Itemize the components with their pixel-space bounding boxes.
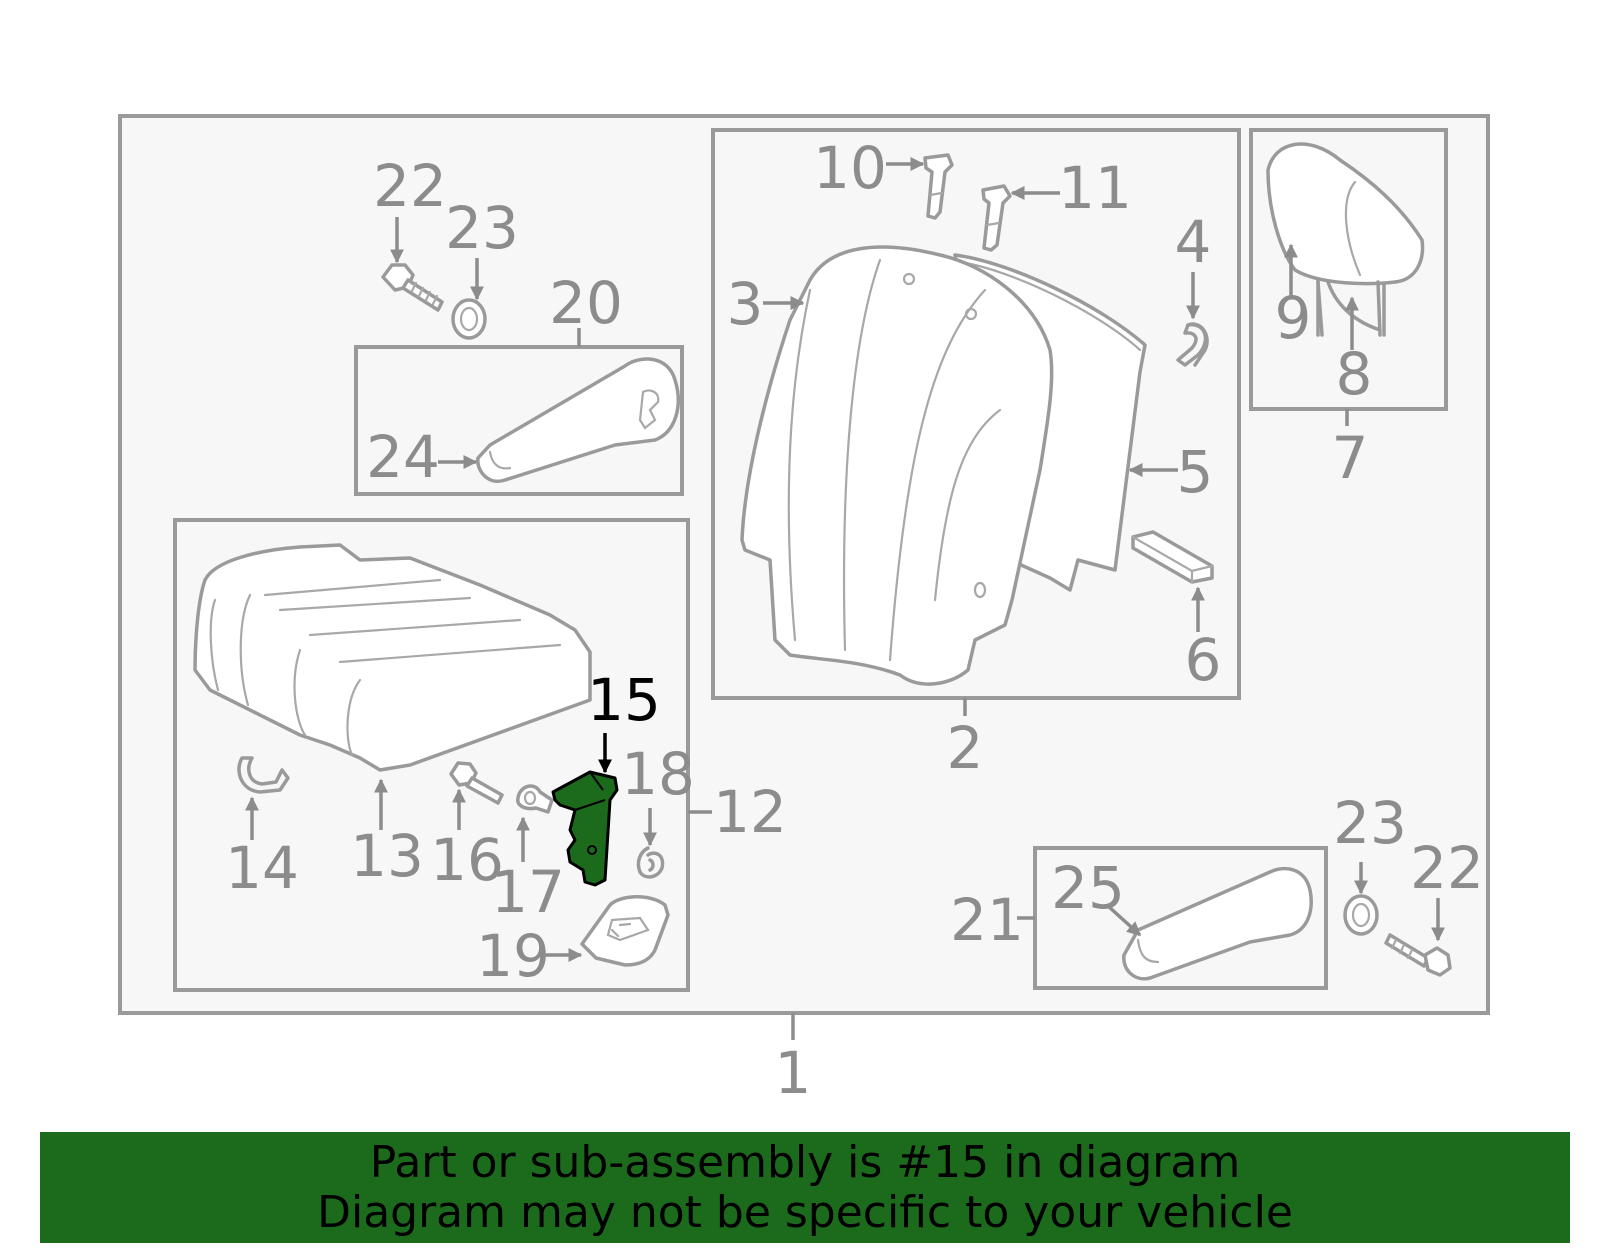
callout-14: 14: [225, 834, 299, 902]
callout-22-top: 22: [373, 152, 447, 220]
part-22-bolt-top: [381, 263, 444, 312]
part-15-highlighted: [551, 770, 619, 887]
part-23-washer-top: [451, 298, 487, 340]
callout-17: 17: [491, 858, 565, 926]
part-22-bolt-right: [1384, 933, 1452, 977]
part-17-washer: [516, 784, 554, 814]
part-6-pad: [1131, 530, 1214, 584]
callout-3: 3: [727, 270, 764, 338]
callout-6: 6: [1185, 626, 1222, 694]
part-11-guide: [981, 184, 1012, 252]
callout-5: 5: [1177, 438, 1214, 506]
callout-15-highlighted: 15: [587, 666, 661, 734]
part-13-seat-cushion: [193, 543, 592, 772]
leader-lines: [245, 157, 1445, 962]
part-18-clip: [636, 846, 665, 879]
callout-9: 9: [1275, 284, 1312, 352]
callout-21: 21: [950, 886, 1024, 954]
callout-13: 13: [350, 822, 424, 890]
banner-line-2: Diagram may not be specific to your vehi…: [317, 1186, 1293, 1238]
callout-1: 1: [775, 1039, 812, 1107]
highlight-banner: Part or sub-assembly is #15 in diagram D…: [40, 1132, 1570, 1243]
callout-7: 7: [1332, 424, 1369, 492]
callout-20: 20: [549, 269, 623, 337]
callout-23-top: 23: [445, 194, 519, 262]
callout-8: 8: [1336, 340, 1373, 408]
callout-18: 18: [621, 740, 695, 808]
callout-12: 12: [713, 778, 787, 846]
callout-22-right: 22: [1410, 834, 1484, 902]
headrest: [1266, 142, 1425, 337]
part-24-armrest: [476, 357, 680, 484]
callout-4: 4: [1175, 208, 1212, 276]
callout-23-right: 23: [1333, 789, 1407, 857]
callout-24: 24: [366, 423, 440, 491]
part-19-cover: [580, 895, 670, 967]
part-23-washer-right: [1343, 894, 1379, 936]
banner-line-1: Part or sub-assembly is #15 in diagram: [369, 1136, 1241, 1188]
seat-back-cover: [740, 245, 1054, 686]
callout-2: 2: [947, 714, 984, 782]
callout-16: 16: [430, 826, 504, 894]
callout-25: 25: [1051, 854, 1125, 922]
part-25-armrest: [1122, 867, 1313, 981]
callout-11: 11: [1058, 154, 1132, 222]
part-16-bolt: [449, 761, 504, 805]
part-10-guide: [923, 153, 954, 220]
part-14-hook: [237, 756, 290, 794]
callout-19: 19: [476, 922, 550, 990]
callout-10: 10: [813, 134, 887, 202]
